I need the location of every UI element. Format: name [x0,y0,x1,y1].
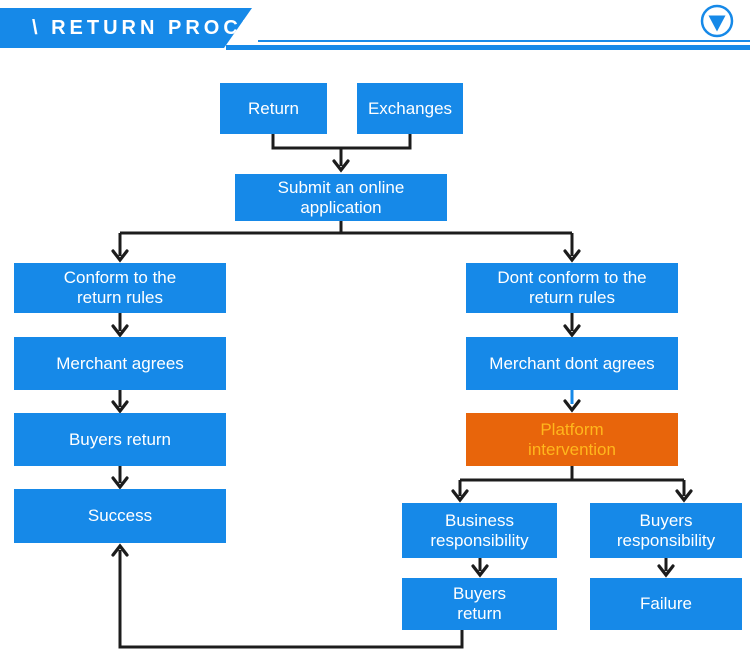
edge-platform-split [451,466,693,503]
edge-submit-split [111,221,581,263]
edge-business-to-buyers-return [471,558,489,578]
flow-node-failure: Failure [590,578,742,630]
flow-node-submit-application: Submit an online application [235,174,447,221]
edge-merchant-agrees-to-buyers-return [111,390,129,414]
edge-conform-to-merchant-agrees [111,313,129,338]
edge-buyers-return-to-success [111,466,129,490]
edge-buyers-responsibility-to-failure [657,558,675,578]
edge-merchant-dont-agrees-to-platform [563,390,581,413]
section-title: \ RETURN PROCESS [32,16,294,39]
flow-node-buyers-responsibility: Buyers responsibility [590,503,742,558]
flow-node-buyers-return-left: Buyers return [14,413,226,466]
section-header-banner: \ RETURN PROCESS [0,8,252,48]
flow-node-exchanges: Exchanges [357,83,463,134]
edge-dont-conform-to-merchant-dont-agrees [563,313,581,338]
flow-node-merchant-dont-agrees: Merchant dont agrees [466,337,678,390]
flow-node-buyers-return-bottom: Buyers return [402,578,557,630]
flow-node-conform-rules: Conform to the return rules [14,263,226,313]
flow-node-dont-conform-rules: Dont conform to the return rules [466,263,678,313]
edge-return-exchanges-to-submit [271,134,412,173]
flow-node-merchant-agrees: Merchant agrees [14,337,226,390]
header-rule-thin [258,40,750,42]
flow-node-return: Return [220,83,327,134]
circled-down-arrow-icon [700,4,734,38]
header-rule-thick [226,45,750,50]
flow-node-success: Success [14,489,226,543]
flow-node-platform-intervention: Platform intervention [466,413,678,466]
flow-node-business-responsibility: Business responsibility [402,503,557,558]
